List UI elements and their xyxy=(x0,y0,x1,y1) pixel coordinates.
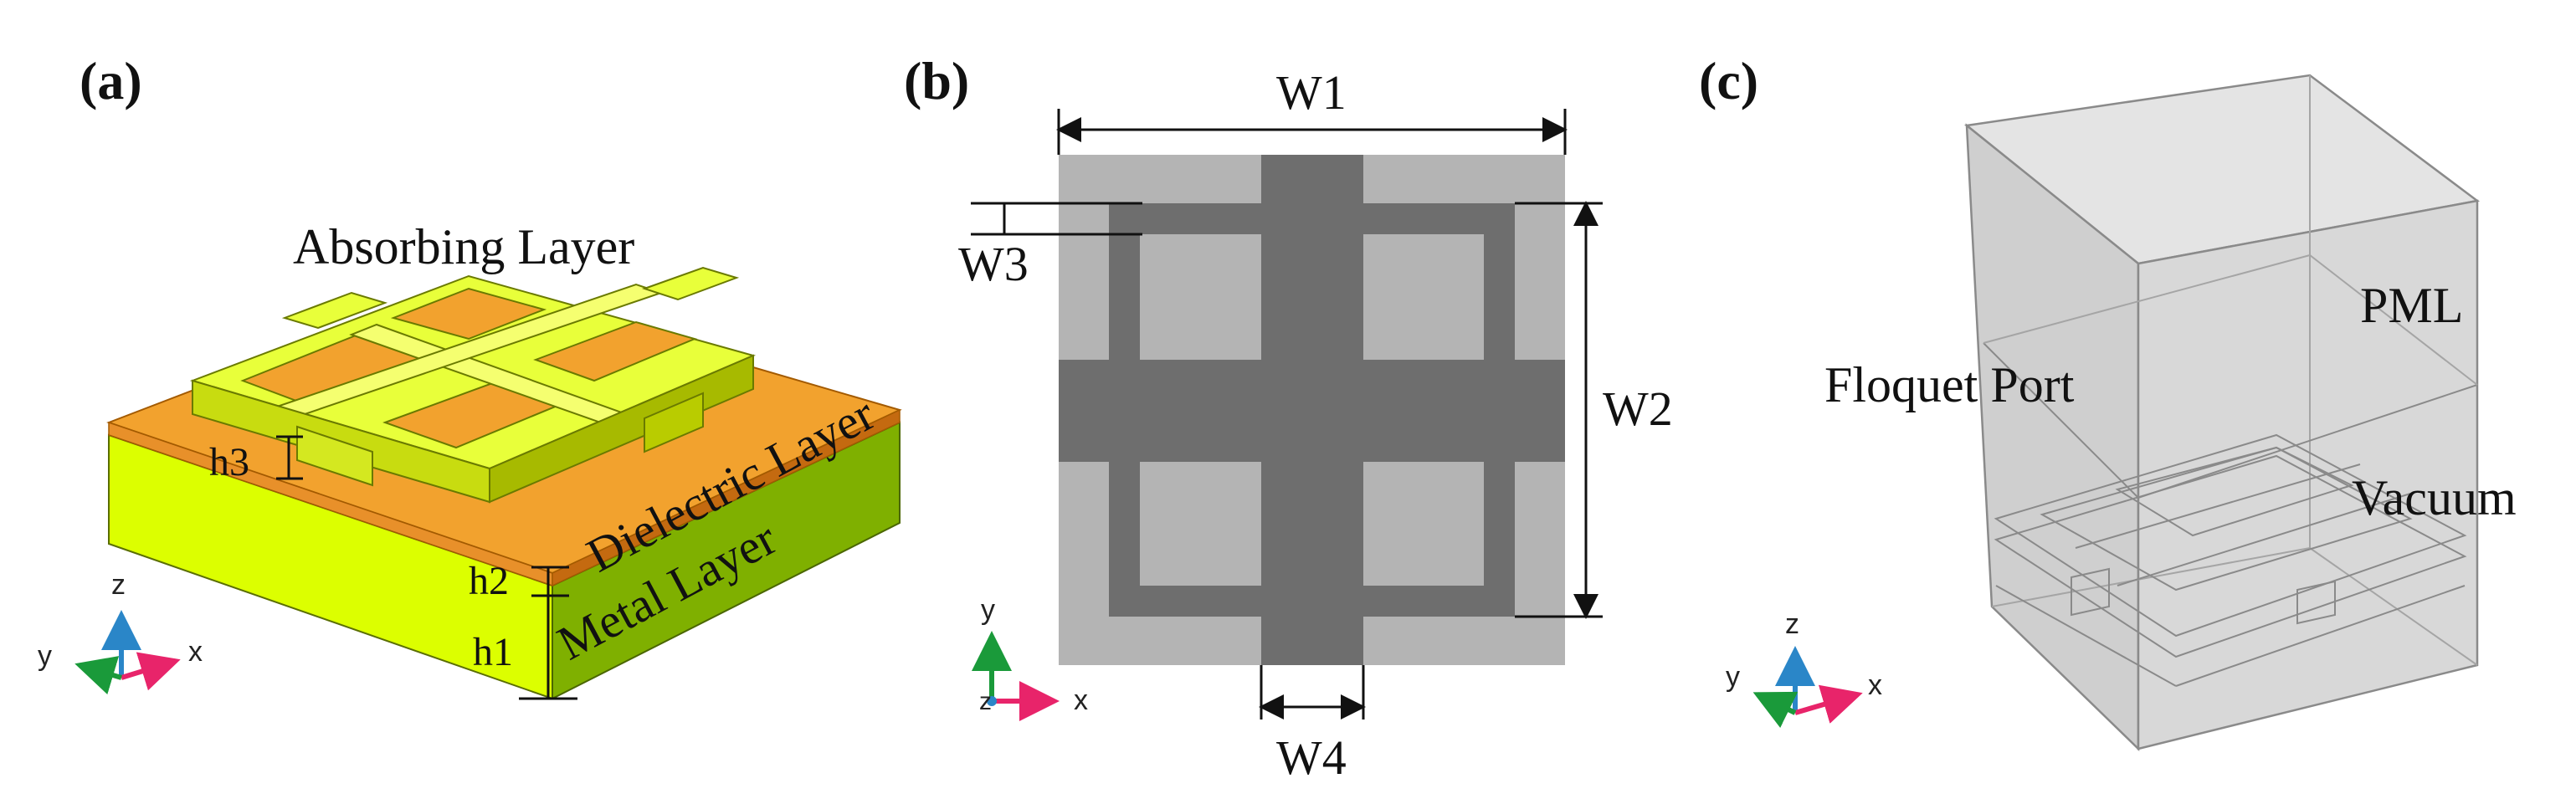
vacuum-label: Vacuum xyxy=(2352,470,2517,525)
y-axis-label: y xyxy=(38,640,52,672)
w2-dimension: W2 xyxy=(1515,201,1673,619)
x-axis-arrow xyxy=(121,652,181,691)
y-axis-label-c: y xyxy=(1726,661,1740,693)
h1-dimension: h1 xyxy=(473,596,577,700)
x-axis-arrow-c xyxy=(1794,684,1863,724)
x-axis-label-b: x xyxy=(1074,684,1088,716)
cross-horizontal-bar xyxy=(1059,360,1565,462)
absorbing-layer-grid xyxy=(189,266,757,504)
h2-label: h2 xyxy=(469,559,509,603)
panel-b-tag: (b) xyxy=(904,51,969,110)
absorber-pattern-top-view xyxy=(1059,155,1565,665)
w4-label: W4 xyxy=(1276,730,1347,785)
simulation-box xyxy=(1963,74,2481,751)
w3-dimension: W3 xyxy=(958,202,1142,291)
axis-triad-c: z x y xyxy=(1726,608,1882,729)
absorbing-bar-end-back-right xyxy=(641,266,740,301)
w4-dimension: W4 xyxy=(1259,665,1366,785)
absorbing-bar-end-back-left xyxy=(281,291,388,330)
axis-triad-a: z x y xyxy=(38,569,203,695)
absorbing-bar-end-front xyxy=(296,425,373,487)
w3-label: W3 xyxy=(958,237,1029,291)
absorbing-layer-label: Absorbing Layer xyxy=(293,219,634,274)
z-axis-label-c: z xyxy=(1785,608,1799,640)
unit-cell-wireframe xyxy=(1994,433,2467,687)
z-axis-label-b: z xyxy=(979,688,992,715)
w1-label: W1 xyxy=(1276,65,1347,120)
x-axis-label: x xyxy=(188,636,203,668)
z-axis-dot-b xyxy=(987,696,997,706)
h1-label: h1 xyxy=(473,630,513,674)
h3-dimension: h3 xyxy=(209,435,303,484)
h2-dimension: h2 xyxy=(469,559,569,603)
panel-a: (a) xyxy=(38,51,902,700)
axis-triad-b: y x z xyxy=(972,594,1088,721)
z-axis-label: z xyxy=(111,569,126,601)
w2-label: W2 xyxy=(1603,382,1673,436)
h3-label: h3 xyxy=(209,440,249,484)
y-axis-arrow xyxy=(74,656,122,695)
panel-c: (c) PML Fl xyxy=(1699,51,2517,751)
absorbing-hole-right xyxy=(533,320,698,382)
panel-c-tag: (c) xyxy=(1699,51,1758,110)
absorbing-bar-end-right xyxy=(644,392,704,453)
absorbing-frame-side-face xyxy=(489,354,754,504)
absorbing-hole-top xyxy=(390,287,547,341)
dielectric-side-face xyxy=(552,408,901,587)
floquet-port-label: Floquet Port xyxy=(1824,357,2075,412)
pml-label: PML xyxy=(2360,278,2463,333)
w1-dimension: W1 xyxy=(1056,65,1568,155)
x-axis-label-c: x xyxy=(1868,669,1882,701)
panel-b: (b) W1 xyxy=(904,51,1673,785)
y-axis-arrow-c xyxy=(1752,691,1799,729)
inner-squares xyxy=(1140,234,1484,586)
y-axis-label-b: y xyxy=(981,594,995,626)
panel-a-tag: (a) xyxy=(80,51,142,110)
